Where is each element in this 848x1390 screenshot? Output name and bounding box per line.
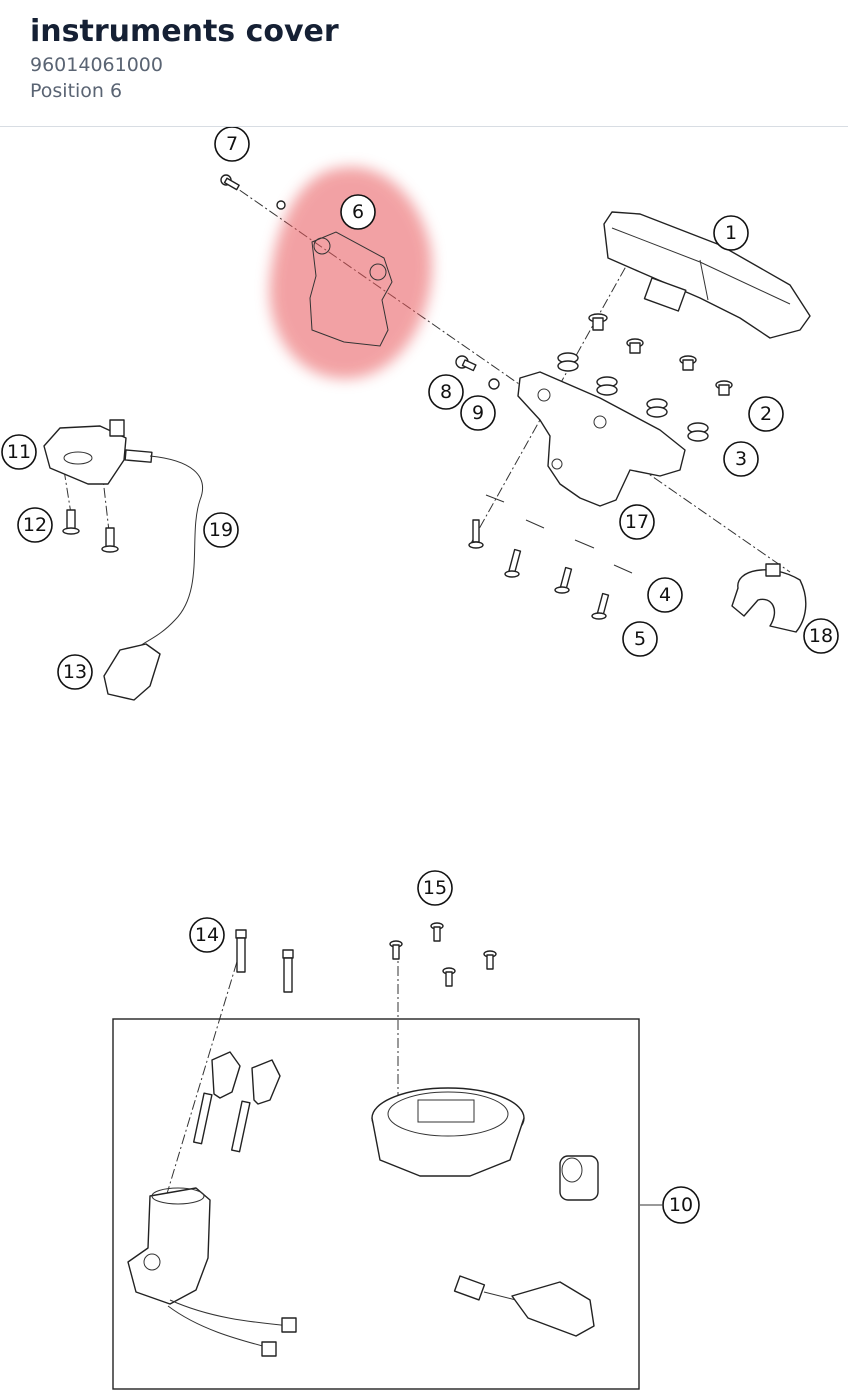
fuel-cap[interactable] xyxy=(371,1087,525,1177)
svg-text:17: 17 xyxy=(625,511,649,533)
callout-5[interactable]: 5 xyxy=(622,621,658,657)
svg-text:5: 5 xyxy=(634,628,646,650)
svg-text:3: 3 xyxy=(735,448,747,470)
exploded-parts-diagram: 1 2 3 4 5 6 7 8 9 10 11 12 13 14 15 17 1… xyxy=(1,127,839,1390)
bolts-and-washers[interactable] xyxy=(468,494,633,620)
screw-8-washer-9[interactable] xyxy=(455,355,500,390)
callout-18[interactable]: 18 xyxy=(803,618,839,654)
svg-text:19: 19 xyxy=(209,519,233,541)
svg-text:12: 12 xyxy=(23,514,47,536)
callout-15[interactable]: 15 xyxy=(417,870,453,906)
svg-text:7: 7 xyxy=(226,133,238,155)
svg-text:9: 9 xyxy=(472,402,484,424)
svg-text:4: 4 xyxy=(659,584,671,606)
pins-14-screws-15[interactable] xyxy=(235,922,497,993)
callout-11[interactable]: 11 xyxy=(1,434,37,470)
grommets[interactable] xyxy=(557,313,733,442)
lock-cylinder[interactable] xyxy=(559,1155,599,1201)
screw-7[interactable] xyxy=(220,174,286,210)
callout-14[interactable]: 14 xyxy=(189,917,225,953)
svg-text:6: 6 xyxy=(352,201,364,223)
svg-text:2: 2 xyxy=(760,403,772,425)
instrument-bracket[interactable] xyxy=(517,371,686,507)
part-number: 96014061000 xyxy=(30,54,163,76)
svg-text:11: 11 xyxy=(7,441,31,463)
keys[interactable] xyxy=(192,1051,281,1153)
page-header: instruments cover 96014061000 Position 6 xyxy=(0,0,848,127)
callout-1[interactable]: 1 xyxy=(713,215,749,251)
ignition-lock[interactable] xyxy=(127,1187,297,1357)
callout-3[interactable]: 3 xyxy=(723,441,759,477)
callout-17[interactable]: 17 xyxy=(619,504,655,540)
callout-2[interactable]: 2 xyxy=(748,396,784,432)
instruments-cover-highlight[interactable] xyxy=(269,166,432,379)
svg-text:1: 1 xyxy=(725,222,737,244)
svg-text:14: 14 xyxy=(195,924,219,946)
instrument-cluster[interactable] xyxy=(603,211,811,339)
callout-9[interactable]: 9 xyxy=(460,395,496,431)
page-title: instruments cover xyxy=(30,14,339,49)
callout-7[interactable]: 7 xyxy=(214,127,250,162)
svg-text:13: 13 xyxy=(63,661,87,683)
callout-12[interactable]: 12 xyxy=(17,507,53,543)
connector-sensor[interactable] xyxy=(453,1275,595,1337)
lock-set-box[interactable] xyxy=(112,1018,640,1390)
callout-19[interactable]: 19 xyxy=(203,512,239,548)
callout-6[interactable]: 6 xyxy=(340,194,376,230)
clamp[interactable] xyxy=(731,563,807,633)
svg-text:10: 10 xyxy=(669,1194,693,1216)
svg-text:8: 8 xyxy=(440,381,452,403)
sensor-assembly[interactable] xyxy=(43,419,203,701)
callout-10[interactable]: 10 xyxy=(662,1186,700,1224)
svg-text:15: 15 xyxy=(423,877,447,899)
callout-8[interactable]: 8 xyxy=(428,374,464,410)
callout-13[interactable]: 13 xyxy=(57,654,93,690)
callout-4[interactable]: 4 xyxy=(647,577,683,613)
position-label: Position 6 xyxy=(30,80,123,102)
svg-text:18: 18 xyxy=(809,625,833,647)
